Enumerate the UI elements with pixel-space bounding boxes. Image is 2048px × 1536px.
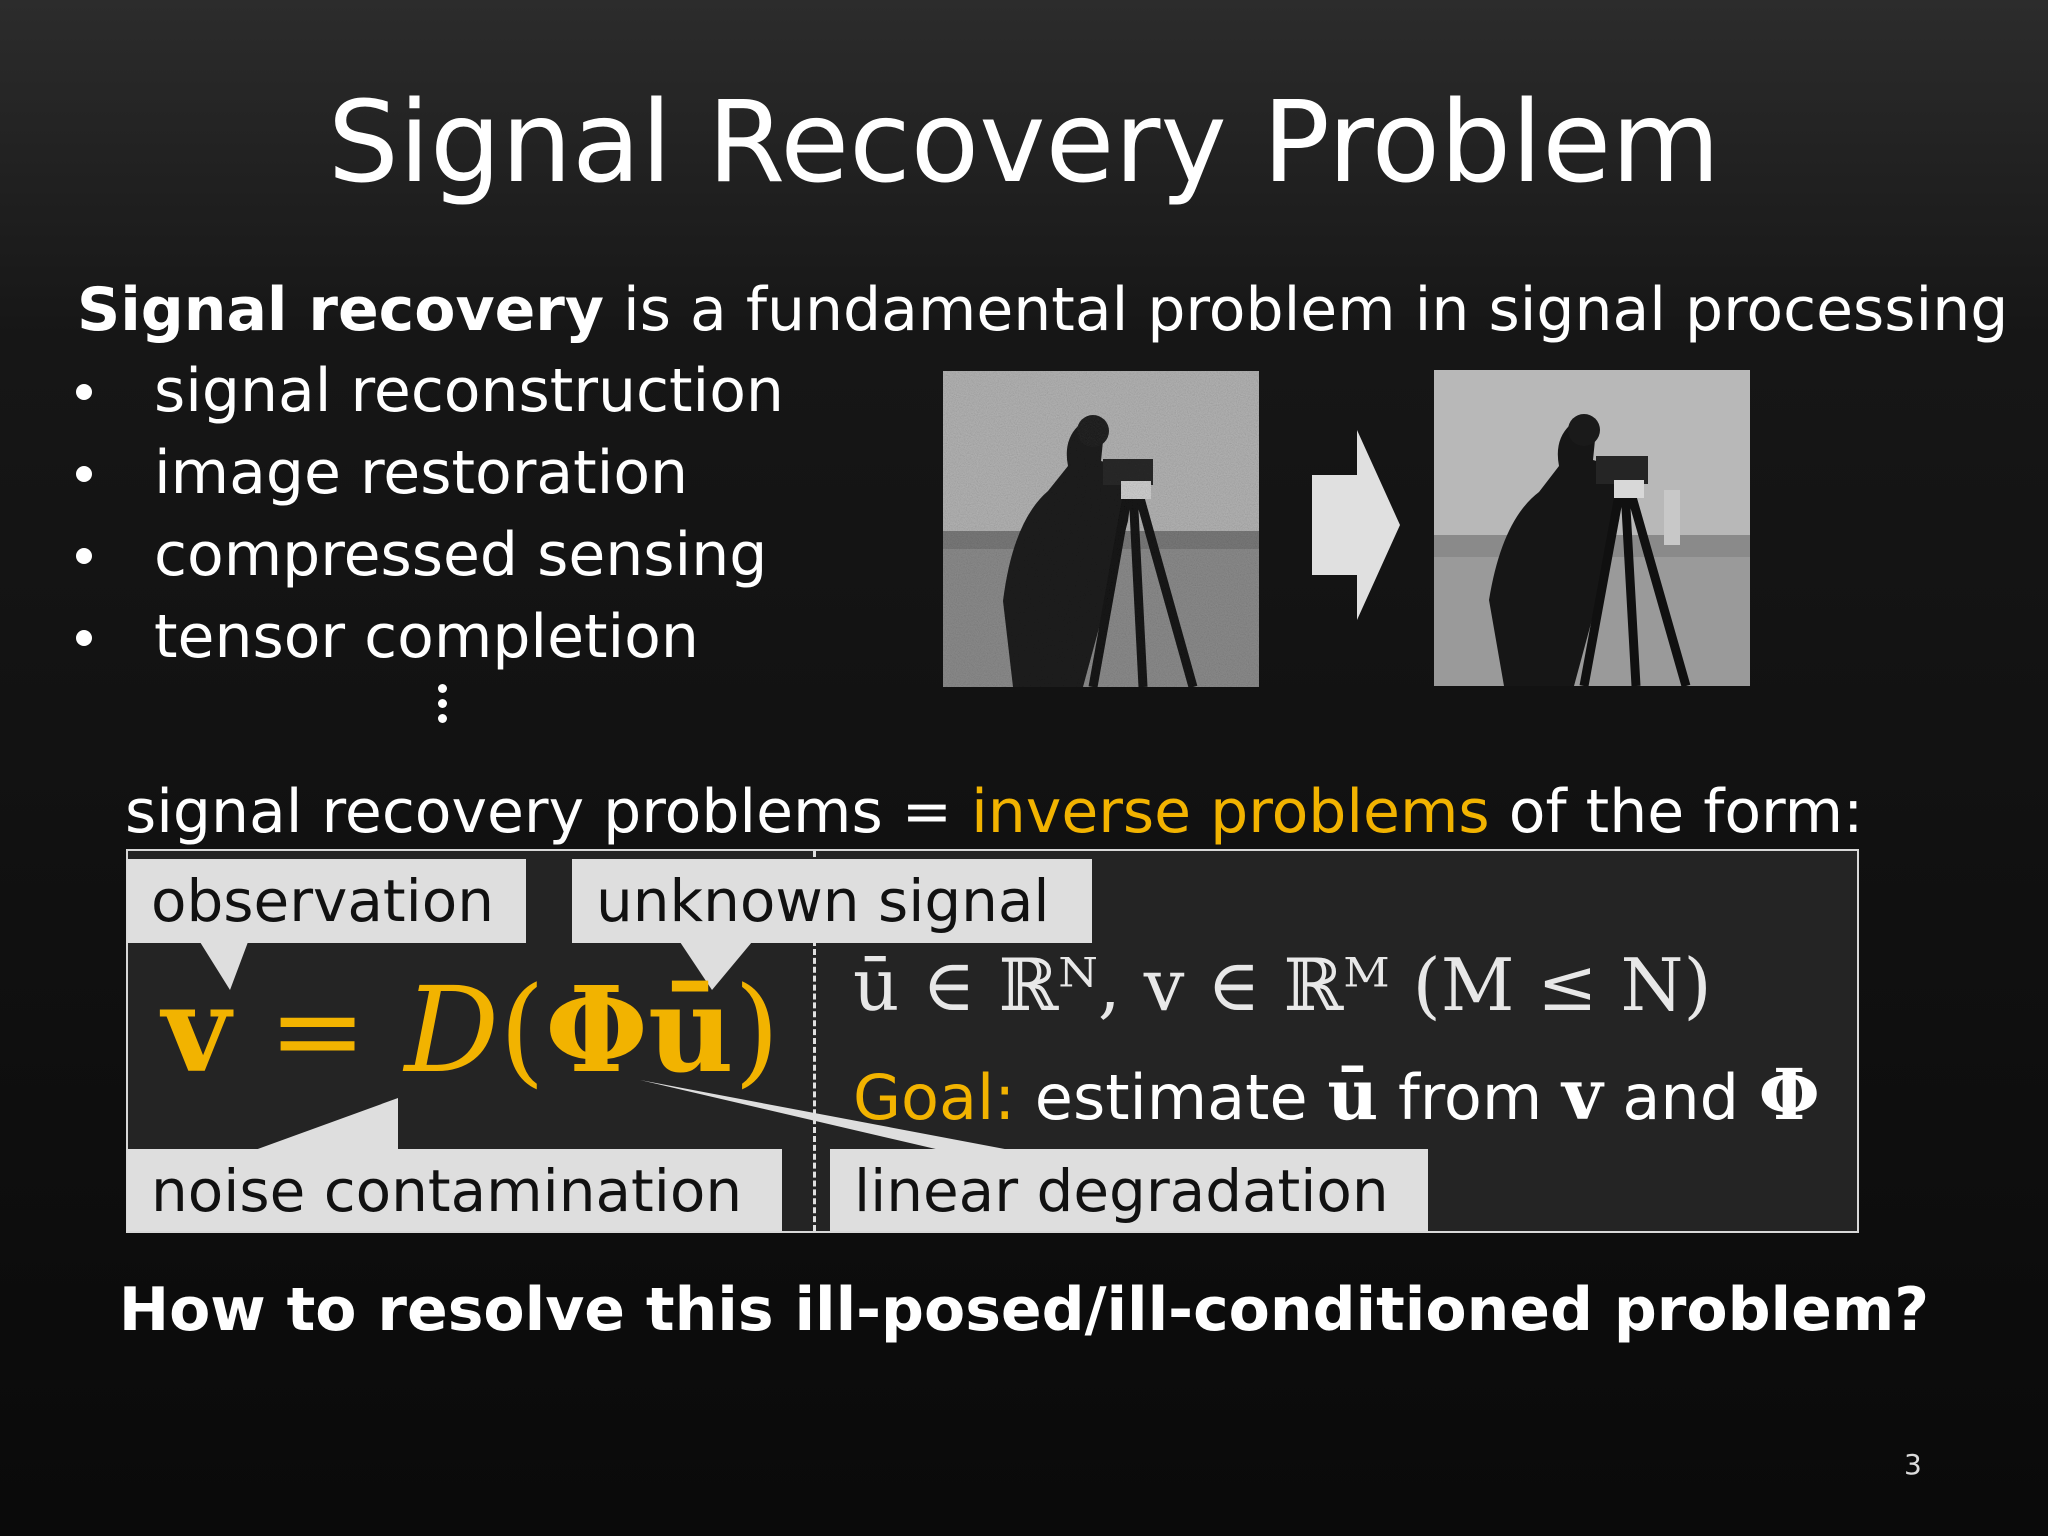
list-item: compressed sensing (70, 514, 784, 596)
linear-degradation-label: linear degradation (830, 1149, 1428, 1231)
application-list: signal reconstruction image restoration … (70, 350, 784, 678)
noise-contamination-label: noise contamination (127, 1149, 782, 1231)
bullet-icon (76, 548, 92, 564)
vertical-ellipsis-icon (438, 684, 450, 729)
noisy-cameraman-image (943, 371, 1259, 687)
goal-statement: Goal: estimate ū from v and Φ (853, 1053, 1820, 1136)
right-arrow-icon (1312, 430, 1400, 620)
inverse-problems-highlight: inverse problems (971, 777, 1490, 847)
panel-divider (813, 851, 816, 1231)
unknown-signal-label: unknown signal (572, 859, 1092, 943)
list-item: signal reconstruction (70, 350, 784, 432)
inverse-problem-line: signal recovery problems = inverse probl… (125, 777, 1864, 847)
intro-bold-term: Signal recovery (77, 275, 604, 345)
page-number: 3 (1904, 1448, 1922, 1481)
dimension-definition: ū ∈ ℝᴺ, v ∈ ℝᴹ (M ≤ N) (853, 943, 1712, 1027)
list-item: image restoration (70, 432, 784, 514)
bullet-icon (76, 384, 92, 400)
observation-label: observation (127, 859, 526, 943)
restored-cameraman-image (1434, 370, 1750, 686)
bullet-icon (76, 630, 92, 646)
bullet-icon (76, 466, 92, 482)
closing-question: How to resolve this ill-posed/ill-condit… (118, 1275, 1930, 1345)
list-item: tensor completion (70, 596, 784, 678)
main-equation: v = D(Φū) (162, 960, 780, 1099)
intro-rest: is a fundamental problem in signal proce… (603, 275, 2009, 345)
slide-title: Signal Recovery Problem (327, 78, 1721, 208)
intro-sentence: Signal recovery is a fundamental problem… (77, 268, 2008, 352)
